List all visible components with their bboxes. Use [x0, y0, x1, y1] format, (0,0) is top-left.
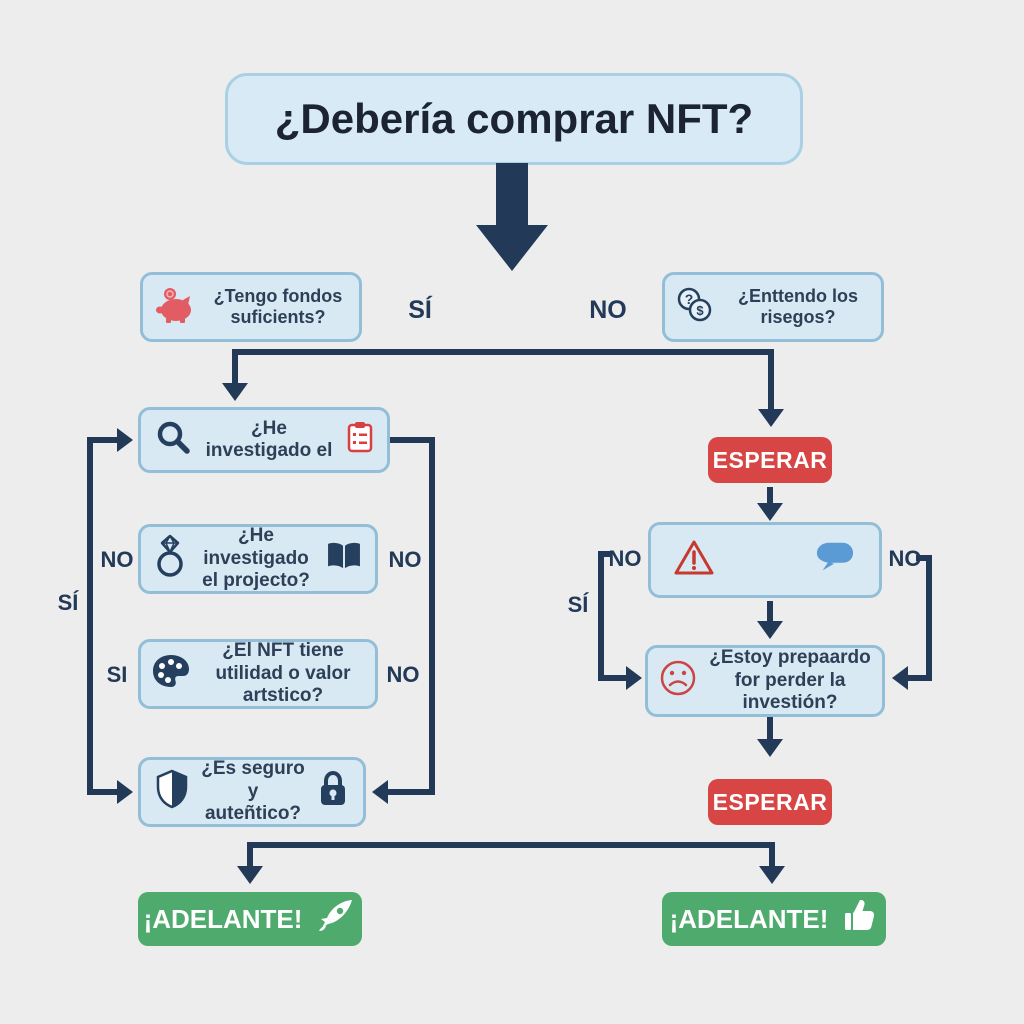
flow-line — [767, 487, 773, 507]
edge-label-inner-no1: NO — [388, 547, 422, 572]
flow-line — [247, 842, 253, 868]
edge-label-left-no: NO — [100, 547, 134, 572]
svg-text:?: ? — [685, 291, 694, 307]
svg-text:$: $ — [696, 303, 704, 318]
flow-arrowhead — [117, 780, 133, 804]
node-wait1: ESPERAR — [708, 437, 832, 483]
sad-face-icon — [658, 658, 698, 704]
flow-line — [916, 555, 932, 561]
edge-label-rc-no-left: NO — [608, 546, 642, 571]
node-go1-label: ¡ADELANTE! — [143, 903, 303, 934]
node-utility-label: ¿El NFT tiene utilidad o valor artstico? — [215, 640, 351, 707]
flow-line — [87, 437, 93, 795]
flow-line — [598, 675, 628, 681]
edge-label-si-top: SÍ — [408, 296, 432, 324]
node-wait2-label: ESPERAR — [712, 788, 828, 815]
rocket-icon — [316, 898, 356, 941]
flow-line — [598, 551, 604, 681]
flow-line — [769, 842, 775, 868]
flow-arrowhead — [757, 621, 783, 639]
flow-line — [232, 349, 238, 385]
flow-line — [768, 349, 774, 411]
node-utility: ¿El NFT tiene utilidad o valor artstico? — [138, 639, 378, 709]
flow-arrowhead — [222, 383, 248, 401]
flow-line — [767, 601, 773, 623]
flow-line — [767, 717, 773, 741]
node-funds: ¿Tengo fondos suficients? — [140, 272, 362, 342]
main-arrow-shaft — [496, 163, 528, 225]
title-box: ¿Debería comprar NFT? — [225, 73, 803, 165]
question-dollar-icon: ?$ — [675, 286, 715, 329]
node-security-label: ¿Es seguro y auteñtico? — [201, 758, 305, 825]
node-research1-label: ¿He investigado el — [205, 417, 333, 461]
node-prepared-label: ¿Estoy prepaardo for perder la investión… — [709, 647, 871, 714]
flow-arrowhead — [757, 503, 783, 521]
node-go2-label: ¡ADELANTE! — [669, 903, 829, 934]
flow-line — [388, 789, 435, 795]
flow-arrowhead — [892, 666, 908, 690]
speech-bubble-icon — [813, 539, 857, 582]
flow-line — [247, 842, 775, 848]
edge-label-rc-si: SÍ — [567, 592, 589, 617]
flow-line — [87, 789, 119, 795]
book-icon — [325, 541, 363, 577]
clipboard-icon — [347, 421, 373, 459]
node-research2-label: ¿He investigado el projecto? — [202, 525, 310, 592]
node-wait2: ESPERAR — [708, 779, 832, 825]
node-risks: ?$ ¿Enttendo los risegos? — [662, 272, 884, 342]
flow-arrowhead — [372, 780, 388, 804]
thumbs-up-icon — [842, 898, 878, 941]
flow-line — [390, 437, 435, 443]
flow-arrowhead — [117, 428, 133, 452]
node-warning — [648, 522, 882, 598]
flow-line — [926, 555, 932, 681]
flow-arrowhead — [626, 666, 642, 690]
flow-arrowhead — [757, 739, 783, 757]
edge-label-no-top: NO — [589, 296, 627, 324]
flow-line — [232, 349, 774, 355]
edge-label-left-si2: SI — [106, 662, 128, 687]
flow-line — [908, 675, 932, 681]
flow-line — [87, 437, 119, 443]
edge-label-inner-no2: NO — [386, 662, 420, 687]
node-funds-label: ¿Tengo fondos suficients? — [213, 285, 343, 327]
node-go2: ¡ADELANTE! — [662, 892, 886, 946]
node-research1: ¿He investigado el — [138, 407, 390, 473]
main-arrow-head — [476, 225, 548, 271]
warning-triangle-icon — [673, 539, 715, 582]
lock-icon — [317, 770, 349, 814]
flow-line — [429, 437, 435, 795]
magnifier-icon — [155, 419, 191, 461]
page-title: ¿Debería comprar NFT? — [274, 95, 754, 143]
flow-arrowhead — [759, 866, 785, 884]
flow-arrowhead — [237, 866, 263, 884]
shield-icon — [155, 769, 189, 815]
node-go1: ¡ADELANTE! — [138, 892, 362, 946]
edge-label-left-si: SÍ — [57, 590, 79, 615]
node-research2: ¿He investigado el projecto? — [138, 524, 378, 594]
node-wait1-label: ESPERAR — [712, 446, 828, 473]
node-prepared: ¿Estoy prepaardo for perder la investión… — [645, 645, 885, 717]
flow-arrowhead — [758, 409, 784, 427]
ring-icon — [153, 534, 187, 584]
piggy-bank-icon — [153, 286, 197, 329]
node-risks-label: ¿Enttendo los risegos? — [738, 285, 858, 327]
flow-line — [598, 551, 612, 557]
palette-icon — [151, 653, 191, 695]
node-security: ¿Es seguro y auteñtico? — [138, 757, 366, 827]
